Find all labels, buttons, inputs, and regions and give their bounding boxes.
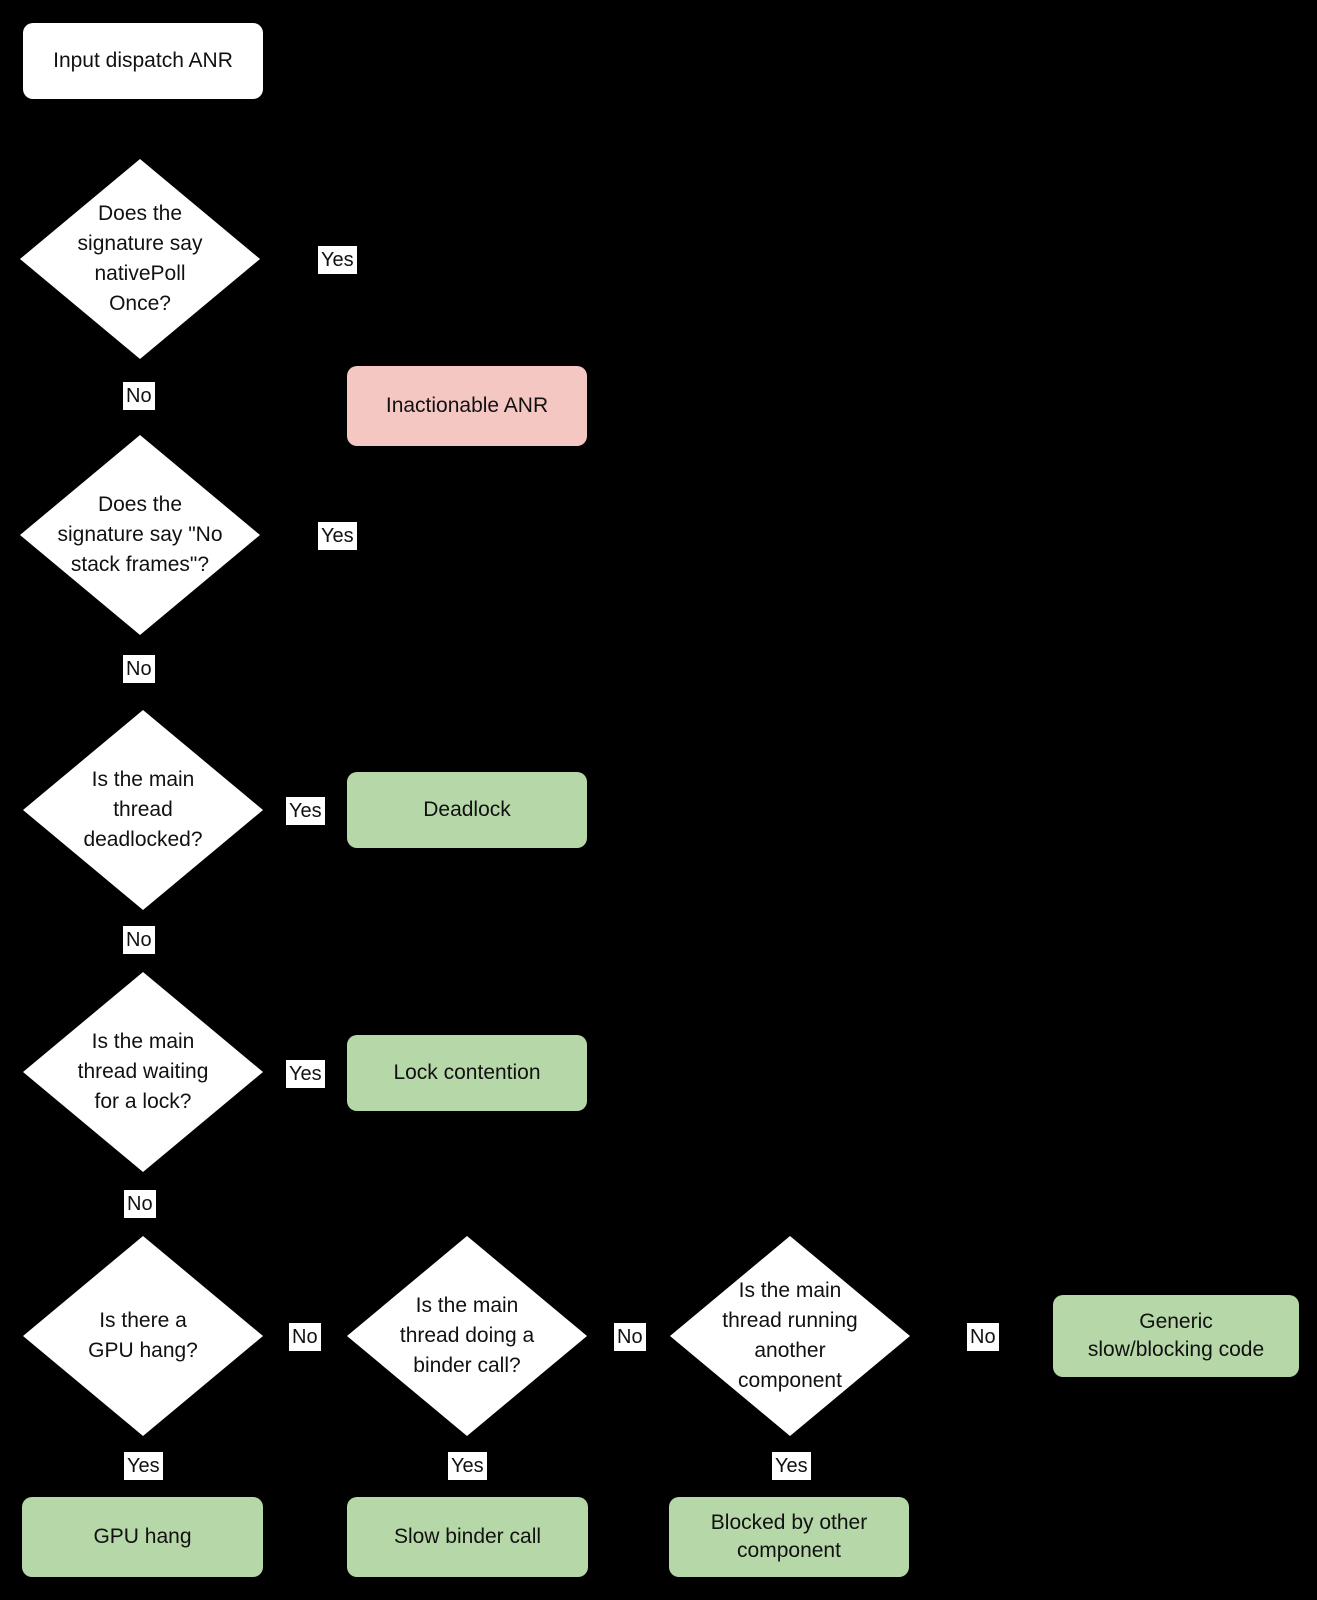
edge-label-binder-call-no: No <box>614 1323 646 1351</box>
outcome-inactionable-anr: Inactionable ANR <box>347 366 587 446</box>
outcome-slow-binder-call: Slow binder call <box>347 1497 588 1577</box>
outcome-gpu-hang: GPU hang <box>22 1497 263 1577</box>
decision-waiting-lock: Is the main thread waiting for a lock? <box>23 972 263 1172</box>
edge-label-waiting-lock-no: No <box>124 1190 156 1218</box>
decision-gpu-hang: Is there a GPU hang? <box>23 1236 263 1436</box>
decision-gpu-hang-text: Is there a GPU hang? <box>88 1309 198 1362</box>
edge-label-no-stack-frames-yes: Yes <box>318 522 357 550</box>
decision-binder-call: Is the main thread doing a binder call? <box>347 1236 587 1436</box>
decision-waiting-lock-text: Is the main thread waiting for a lock? <box>77 1030 209 1113</box>
edge-label-other-component-yes: Yes <box>772 1452 811 1480</box>
edge-label-deadlocked-no: No <box>123 926 155 954</box>
decision-no-stack-frames-text: Does the signature say "No stack frames"… <box>57 493 223 576</box>
decision-native-poll-text: Does the signature say nativePoll Once? <box>77 202 203 315</box>
outcome-blocked-by-other-component: Blocked by other component <box>669 1497 909 1577</box>
edge-label-other-component-no: No <box>967 1323 999 1351</box>
edge-label-waiting-lock-yes: Yes <box>286 1060 325 1088</box>
edge-label-gpu-hang-yes: Yes <box>124 1452 163 1480</box>
edge-label-binder-call-yes: Yes <box>448 1452 487 1480</box>
edge-label-native-poll-yes: Yes <box>318 246 357 274</box>
edge-label-native-poll-no: No <box>123 382 155 410</box>
outcome-generic-slow-blocking: Generic slow/blocking code <box>1053 1295 1299 1377</box>
edge-label-deadlocked-yes: Yes <box>286 797 325 825</box>
edge-label-no-stack-frames-no: No <box>123 655 155 683</box>
decision-other-component-text: Is the main thread running another compo… <box>722 1279 858 1392</box>
decision-no-stack-frames: Does the signature say "No stack frames"… <box>20 435 260 635</box>
decision-binder-call-text: Is the main thread doing a binder call? <box>399 1294 535 1377</box>
outcome-lock-contention: Lock contention <box>347 1035 587 1111</box>
start-node-label: Input dispatch ANR <box>53 49 233 72</box>
outcome-deadlock: Deadlock <box>347 772 587 848</box>
decision-other-component: Is the main thread running another compo… <box>670 1236 910 1436</box>
start-node-input-dispatch-anr: Input dispatch ANR <box>23 23 263 99</box>
decision-deadlocked-text: Is the main thread deadlocked? <box>83 768 203 851</box>
edge-label-gpu-hang-no: No <box>289 1323 321 1351</box>
decision-native-poll: Does the signature say nativePoll Once? <box>20 159 260 359</box>
decision-deadlocked: Is the main thread deadlocked? <box>23 710 263 910</box>
